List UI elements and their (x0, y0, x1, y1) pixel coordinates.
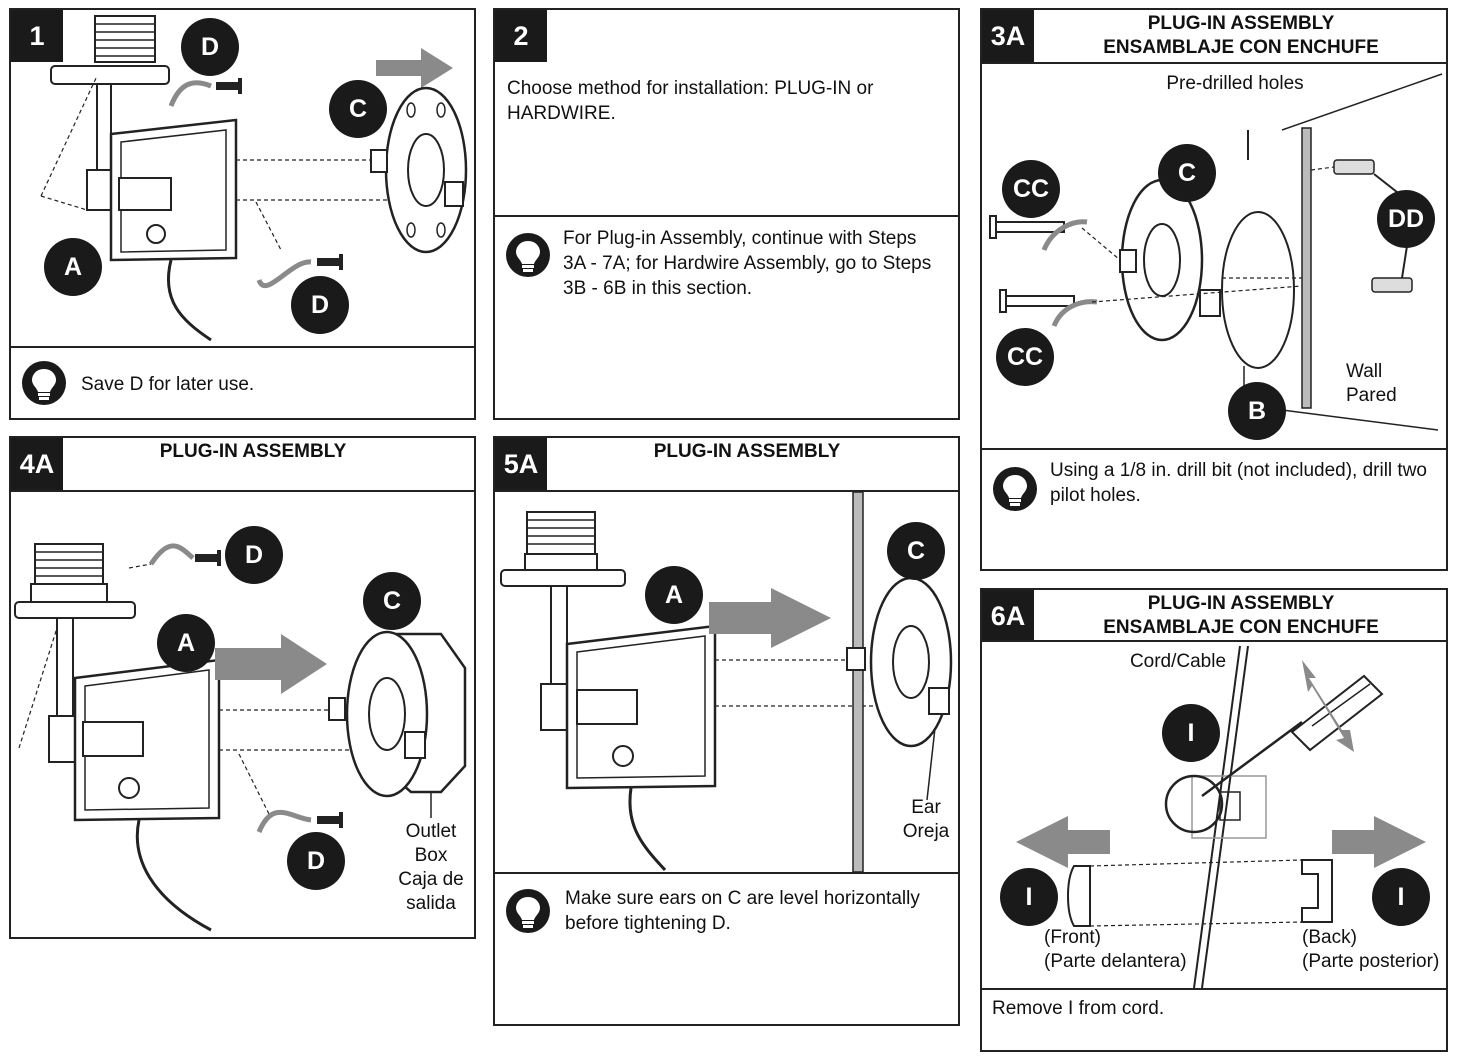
part-dd-callout: DD (1377, 190, 1435, 248)
part-c-callout: C (1158, 144, 1216, 202)
push-arrow-icon (1016, 816, 1110, 868)
part-i-callout: I (1162, 704, 1220, 762)
step-number: 6A (982, 590, 1034, 642)
push-arrow-icon (376, 48, 453, 88)
step-5a-illustration (500, 491, 953, 873)
back-label: (Back) (Parte posterior) (1302, 926, 1439, 974)
step-2-panel: 2 Choose method for installation: PLUG-I… (493, 8, 960, 420)
front-label-english: (Front) (1044, 927, 1101, 948)
step-number: 1 (11, 10, 63, 62)
instruction-text: Choose method for installation: PLUG-IN … (507, 78, 874, 124)
part-d-callout: D (225, 526, 283, 584)
part-cc-callout: CC (996, 328, 1054, 386)
step-number: 4A (11, 438, 63, 490)
tip-divider (495, 872, 958, 874)
mounting-plate-icon (328, 630, 429, 798)
part-b-callout: B (1228, 382, 1286, 440)
tip-divider (495, 215, 958, 217)
part-a-callout: A (44, 238, 102, 296)
ear-label-spanish: Oreja (902, 821, 950, 842)
lightbulb-tip-icon (22, 361, 66, 405)
title-divider (495, 490, 958, 492)
title-divider (982, 640, 1446, 642)
step-6a-panel: 6A PLUG-IN ASSEMBLY ENSAMBLAJE CON ENCHU… (980, 588, 1448, 1052)
step-number: 3A (982, 10, 1034, 62)
pre-drilled-holes-label: Pre-drilled holes (1166, 73, 1304, 94)
back-label-english: (Back) (1302, 927, 1357, 948)
ear-label-english: Ear (911, 797, 941, 818)
step-number: 2 (495, 10, 547, 62)
step-4a-illustration (14, 543, 467, 932)
part-d-callout: D (291, 276, 349, 334)
step-6a-illustration (1016, 645, 1426, 989)
part-cc-callout: CC (1002, 160, 1060, 218)
screw-icon (195, 550, 221, 566)
part-a-callout: A (157, 614, 215, 672)
panel-title: PLUG-IN ASSEMBLY ENSAMBLAJE CON ENCHUFE (1034, 12, 1448, 60)
wall-label-english: Wall (1346, 361, 1383, 382)
wall-label-spanish: Pared (1346, 385, 1397, 406)
part-i-callout: I (1372, 868, 1430, 926)
back-label-spanish: (Parte posterior) (1302, 951, 1440, 972)
title-spanish: ENSAMBLAJE CON ENCHUFE (1103, 617, 1379, 638)
front-label-spanish: (Parte delantera) (1044, 951, 1187, 972)
step-1-illustration (40, 15, 468, 342)
lightbulb-tip-icon (506, 233, 550, 277)
wall-label: Wall Pared (1346, 360, 1397, 408)
step-5a-panel: 5A PLUG-IN ASSEMBLY A C Ear Oreja (493, 436, 960, 1026)
outlet-box-label: Outlet Box Caja de salida (381, 820, 481, 916)
step-3a-illustration (989, 73, 1443, 431)
ear-label: Ear Oreja (891, 796, 961, 844)
outlet-box-label-line: Outlet (405, 821, 457, 842)
part-c-callout: C (887, 522, 945, 580)
part-c-callout: C (329, 80, 387, 138)
panel-title: PLUG-IN ASSEMBLY (159, 441, 347, 462)
step-3a-panel: 3A PLUG-IN ASSEMBLY ENSAMBLAJE CON ENCHU… (980, 8, 1448, 571)
part-d-callout: D (287, 832, 345, 890)
tip-text: For Plug-in Assembly, continue with Step… (563, 228, 932, 299)
cord-label: Cord/Cable (1129, 651, 1227, 672)
title-english: PLUG-IN ASSEMBLY (1147, 593, 1335, 614)
front-label: (Front) (Parte delantera) (1044, 926, 1187, 974)
outlet-box-label-line: Box (414, 845, 448, 866)
part-i-callout: I (1000, 868, 1058, 926)
instruction-divider (982, 988, 1446, 990)
title-english: PLUG-IN ASSEMBLY (1147, 13, 1335, 34)
title-divider (11, 490, 474, 492)
tip-text: Using a 1/8 in. drill bit (not included)… (1050, 460, 1428, 506)
screw-icon (216, 78, 242, 94)
tip-divider (11, 346, 474, 348)
outlet-box-label-line: Caja de (398, 869, 464, 890)
instruction-text: Remove I from cord. (992, 998, 1165, 1019)
push-arrow-icon (1332, 816, 1426, 868)
mounting-plate-icon (370, 86, 468, 254)
part-a-callout: A (645, 566, 703, 624)
lightbulb-tip-icon (506, 889, 550, 933)
outlet-box-label-line: salida (406, 893, 456, 914)
panel-title: PLUG-IN ASSEMBLY (653, 441, 841, 462)
title-divider (982, 62, 1446, 64)
screwdriver-icon (1201, 674, 1384, 798)
step-number: 5A (495, 438, 547, 490)
part-c-callout: C (363, 572, 421, 630)
lightbulb-tip-icon (993, 467, 1037, 511)
panel-title: PLUG-IN ASSEMBLY ENSAMBLAJE CON ENCHUFE (1034, 592, 1448, 640)
push-arrow-icon (709, 588, 831, 648)
step-1-panel: 1 D C A D (9, 8, 476, 420)
title-spanish: ENSAMBLAJE CON ENCHUFE (1103, 37, 1379, 58)
push-arrow-icon (215, 634, 327, 694)
part-d-callout: D (181, 18, 239, 76)
tip-divider (982, 448, 1446, 450)
step-4a-panel: 4A PLUG-IN ASSEMBLY (9, 436, 476, 939)
tip-text: Save D for later use. (81, 374, 255, 395)
tip-text: Make sure ears on C are level horizontal… (565, 888, 920, 934)
